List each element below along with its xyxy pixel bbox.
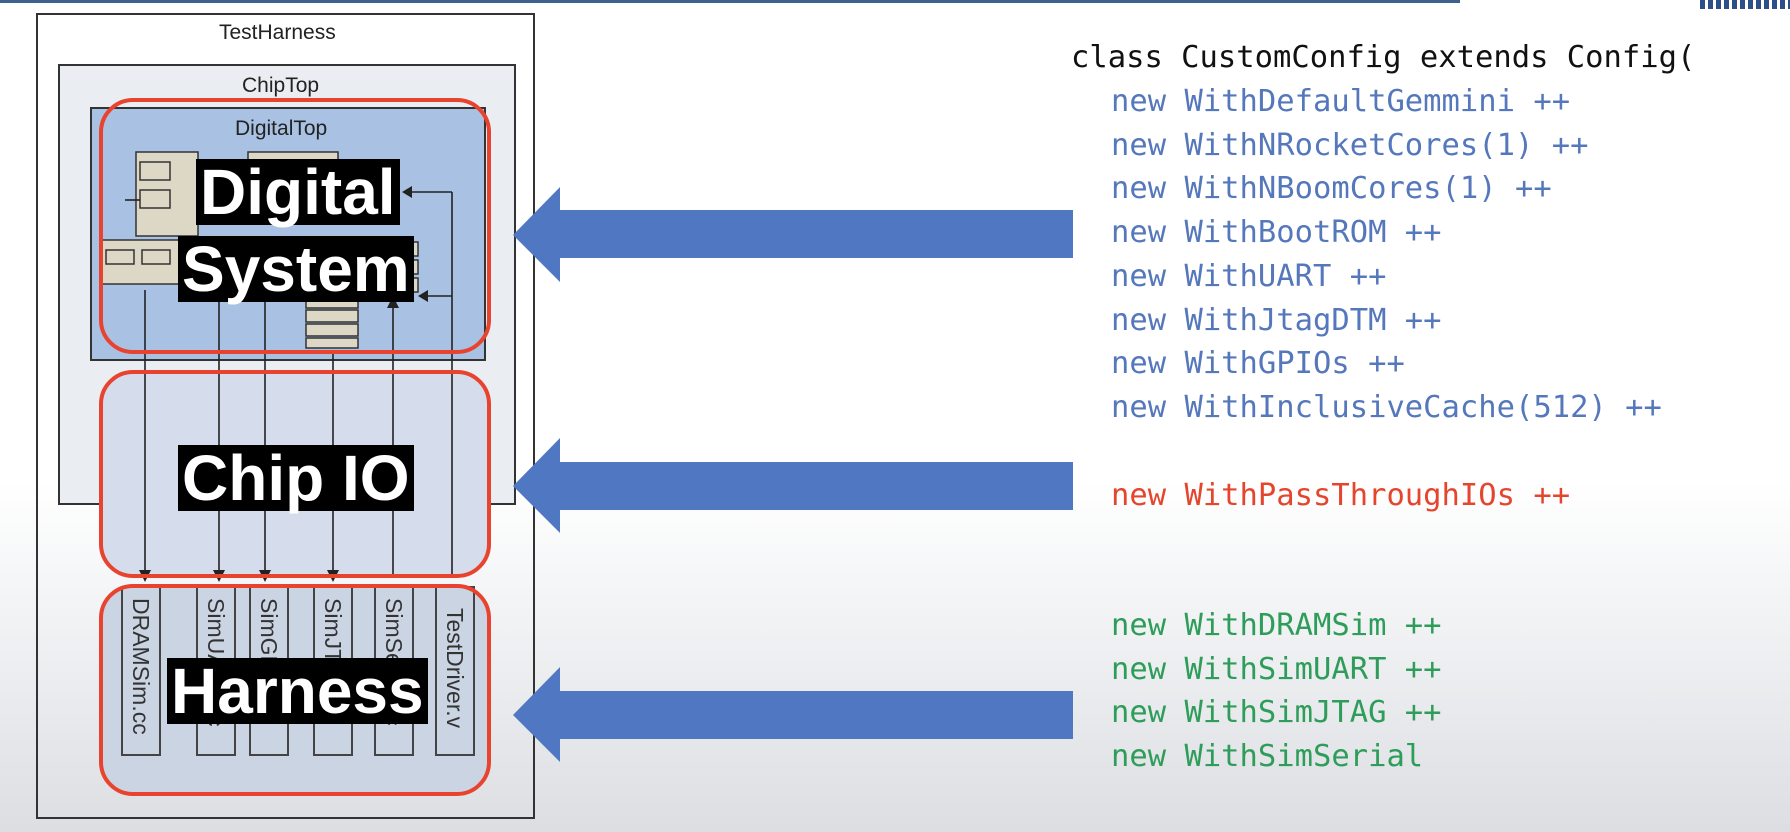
harness-module-label: TestDriver.v	[442, 608, 468, 729]
digital-system-overlay-line2: System	[178, 236, 414, 302]
code-line-digital: new WithNBoomCores(1) ++	[1111, 171, 1552, 206]
digital-system-arrow	[513, 187, 1073, 282]
harness-highlight	[99, 584, 491, 796]
code-line-digital: new WithNRocketCores(1) ++	[1111, 128, 1589, 163]
code-line-digital: new WithUART ++	[1111, 259, 1387, 294]
harness-overlay: Harness	[167, 658, 428, 724]
code-line-harness: new WithSimUART ++	[1111, 652, 1442, 687]
code-line-harness: new WithSimJTAG ++	[1111, 695, 1442, 730]
logo-mark	[1700, 0, 1790, 9]
chip-io-highlight	[99, 370, 491, 578]
top-rule	[0, 0, 1460, 3]
harness-module-label: DRAMSim.cc	[128, 598, 154, 735]
code-line-digital: new WithDefaultGemmini ++	[1111, 84, 1571, 119]
chip-io-arrow	[513, 438, 1073, 533]
chip-top-label: ChipTop	[242, 74, 320, 97]
digital-top-label: DigitalTop	[235, 117, 328, 140]
chip-io-overlay: Chip IO	[178, 445, 414, 511]
code-line-harness: new WithDRAMSim ++	[1111, 608, 1442, 643]
code-line-harness: new WithSimSerial	[1111, 739, 1424, 774]
code-line-digital: new WithJtagDTM ++	[1111, 303, 1442, 338]
code-line-io: new WithPassThroughIOs ++	[1111, 478, 1571, 513]
code-line-digital: new WithBootROM ++	[1111, 215, 1442, 250]
code-header: class CustomConfig extends Config(	[1071, 40, 1696, 75]
code-line-digital: new WithInclusiveCache(512) ++	[1111, 390, 1662, 425]
digital-system-overlay-line1: Digital	[196, 159, 400, 225]
test-harness-box	[36, 13, 535, 819]
code-line-digital: new WithGPIOs ++	[1111, 346, 1405, 381]
test-harness-label: TestHarness	[219, 21, 336, 44]
digital-system-highlight	[99, 98, 491, 354]
harness-arrow	[513, 667, 1073, 762]
